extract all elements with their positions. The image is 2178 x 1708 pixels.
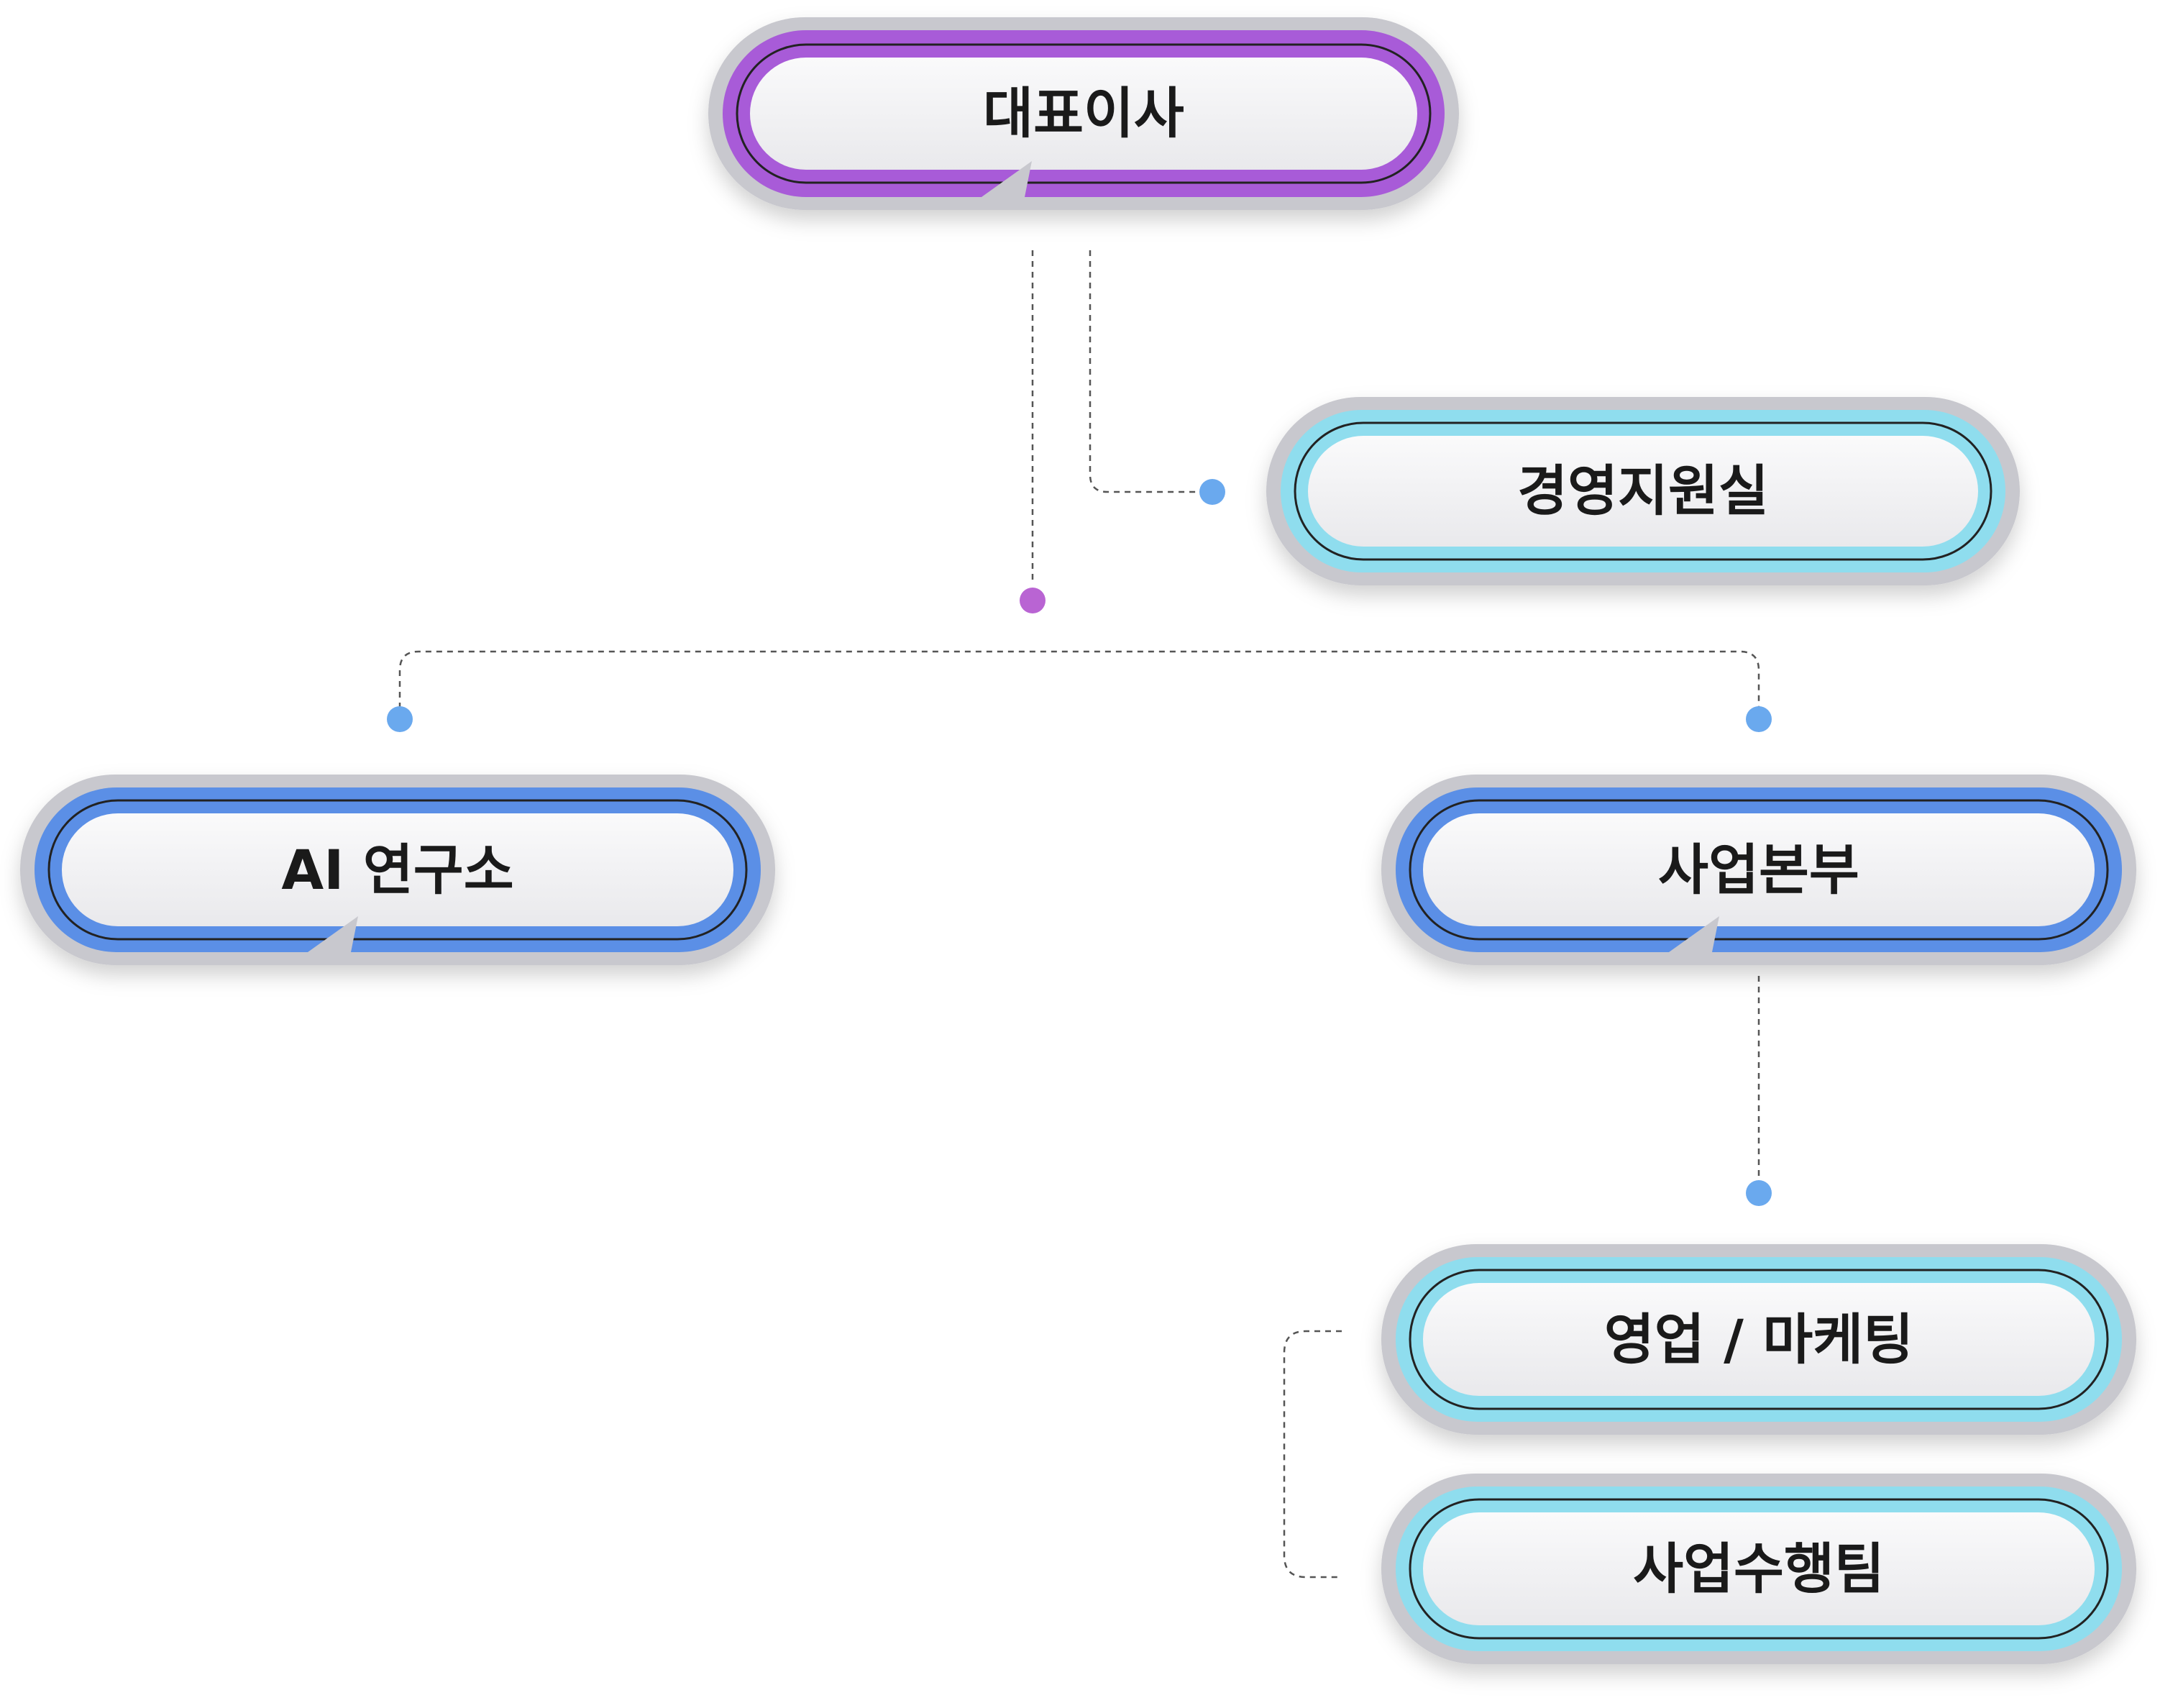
connector-dot-ceo bbox=[1020, 588, 1045, 613]
node-business-division-notch bbox=[1669, 916, 1719, 952]
node-management-support-face bbox=[1308, 436, 1978, 547]
node-project-team: 사업수행팀 bbox=[1381, 1474, 2136, 1664]
connector-division-bus bbox=[398, 650, 1760, 719]
node-project-team-label: 사업수행팀 bbox=[1633, 1537, 1885, 1601]
node-ceo-inner-line bbox=[736, 43, 1432, 184]
node-project-team-inner-line bbox=[1409, 1498, 2109, 1640]
connector-team-sibling-bracket bbox=[1283, 1330, 1342, 1579]
node-business-division-label: 사업본부 bbox=[1658, 838, 1859, 902]
node-ceo-notch bbox=[982, 161, 1032, 197]
node-ai-lab-inner-line bbox=[47, 799, 748, 941]
node-project-team-face bbox=[1423, 1512, 2095, 1625]
node-ceo-label: 대표이사 bbox=[983, 81, 1184, 145]
node-ai-lab: AI 연구소 bbox=[20, 775, 775, 965]
node-ai-lab-label: AI 연구소 bbox=[281, 838, 513, 902]
connector-dot-sales-marketing bbox=[1746, 1180, 1772, 1206]
node-business-division-face bbox=[1423, 813, 2095, 926]
node-ceo-face bbox=[750, 58, 1417, 170]
node-management-support-label: 경영지원실 bbox=[1517, 459, 1769, 523]
node-sales-marketing-inner-line bbox=[1409, 1269, 2109, 1410]
node-business-division-inner-line bbox=[1409, 799, 2109, 941]
node-sales-marketing-label: 영업 / 마케팅 bbox=[1604, 1307, 1913, 1371]
node-ai-lab-face bbox=[62, 813, 733, 926]
connector-ceo-to-management-support bbox=[1089, 250, 1208, 493]
node-management-support-inner-line bbox=[1294, 421, 1992, 561]
node-business-division: 사업본부 bbox=[1381, 775, 2136, 965]
node-ai-lab-notch bbox=[308, 916, 358, 952]
connector-dots bbox=[387, 479, 1772, 1206]
connectors bbox=[398, 250, 1760, 1579]
node-ceo: 대표이사 bbox=[708, 17, 1459, 210]
connector-dot-ai-lab bbox=[387, 706, 413, 732]
node-sales-marketing-face bbox=[1423, 1283, 2095, 1396]
connector-dot-management-support bbox=[1199, 479, 1225, 505]
connector-dot-business-division bbox=[1746, 706, 1772, 732]
node-management-support: 경영지원실 bbox=[1266, 397, 2020, 585]
node-sales-marketing: 영업 / 마케팅 bbox=[1381, 1244, 2136, 1435]
